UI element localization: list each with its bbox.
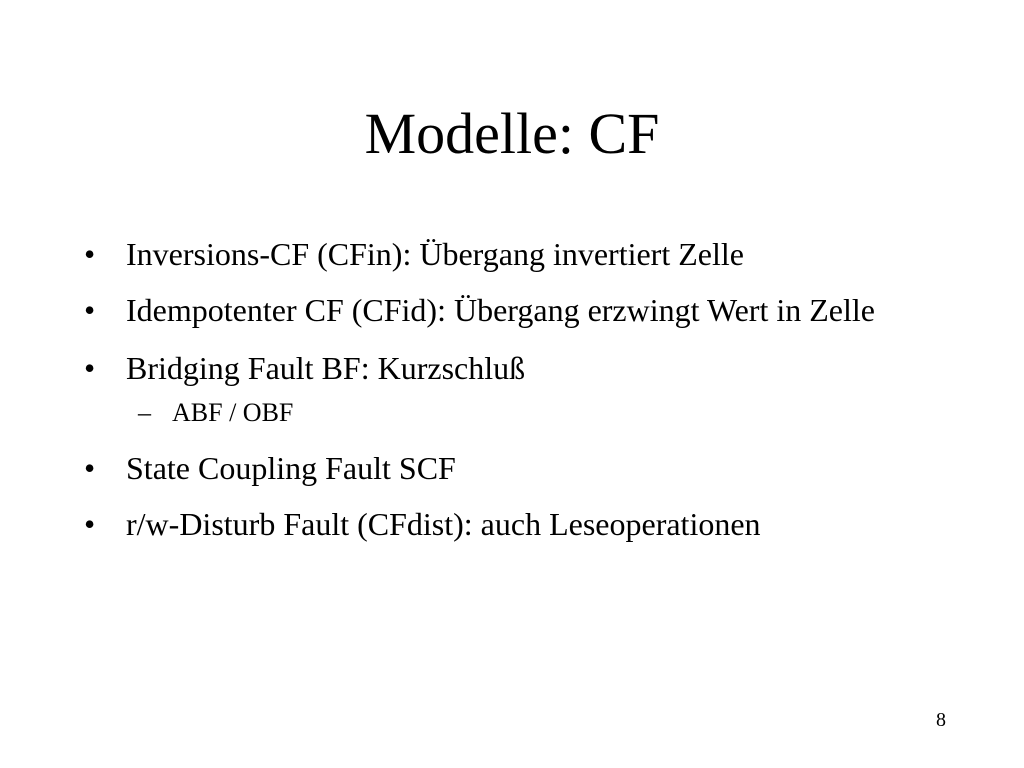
bullet-text: r/w-Disturb Fault (CFdist): auch Leseope… xyxy=(126,506,761,542)
subbullet-item: – ABF / OBF xyxy=(84,396,944,430)
bullet-text: Bridging Fault BF: Kurzschluß xyxy=(126,350,526,386)
bullet-text: Inversions-CF (CFin): Übergang invertier… xyxy=(126,236,744,272)
bullet-item: • Inversions-CF (CFin): Übergang inverti… xyxy=(84,232,944,276)
slide-title: Modelle: CF xyxy=(364,101,660,166)
bullet-item: • Bridging Fault BF: Kurzschluß xyxy=(84,346,944,390)
bullet-marker: • xyxy=(84,506,96,542)
bullet-item: • r/w-Disturb Fault (CFdist): auch Leseo… xyxy=(84,502,944,546)
bullet-text: State Coupling Fault SCF xyxy=(126,450,456,486)
page-number: 8 xyxy=(936,709,946,731)
bullet-marker: • xyxy=(84,450,96,486)
bullet-text: Idempotenter CF (CFid): Übergang erzwing… xyxy=(126,292,875,328)
bullet-marker: • xyxy=(84,292,96,328)
bullet-list: • Inversions-CF (CFin): Übergang inverti… xyxy=(84,232,944,558)
subbullet-marker: – xyxy=(138,398,151,427)
bullet-marker: • xyxy=(84,236,96,272)
subbullet-text: ABF / OBF xyxy=(172,398,294,427)
bullet-item: • State Coupling Fault SCF xyxy=(84,446,944,490)
bullet-marker: • xyxy=(84,350,96,386)
bullet-item: • Idempotenter CF (CFid): Übergang erzwi… xyxy=(84,288,944,332)
